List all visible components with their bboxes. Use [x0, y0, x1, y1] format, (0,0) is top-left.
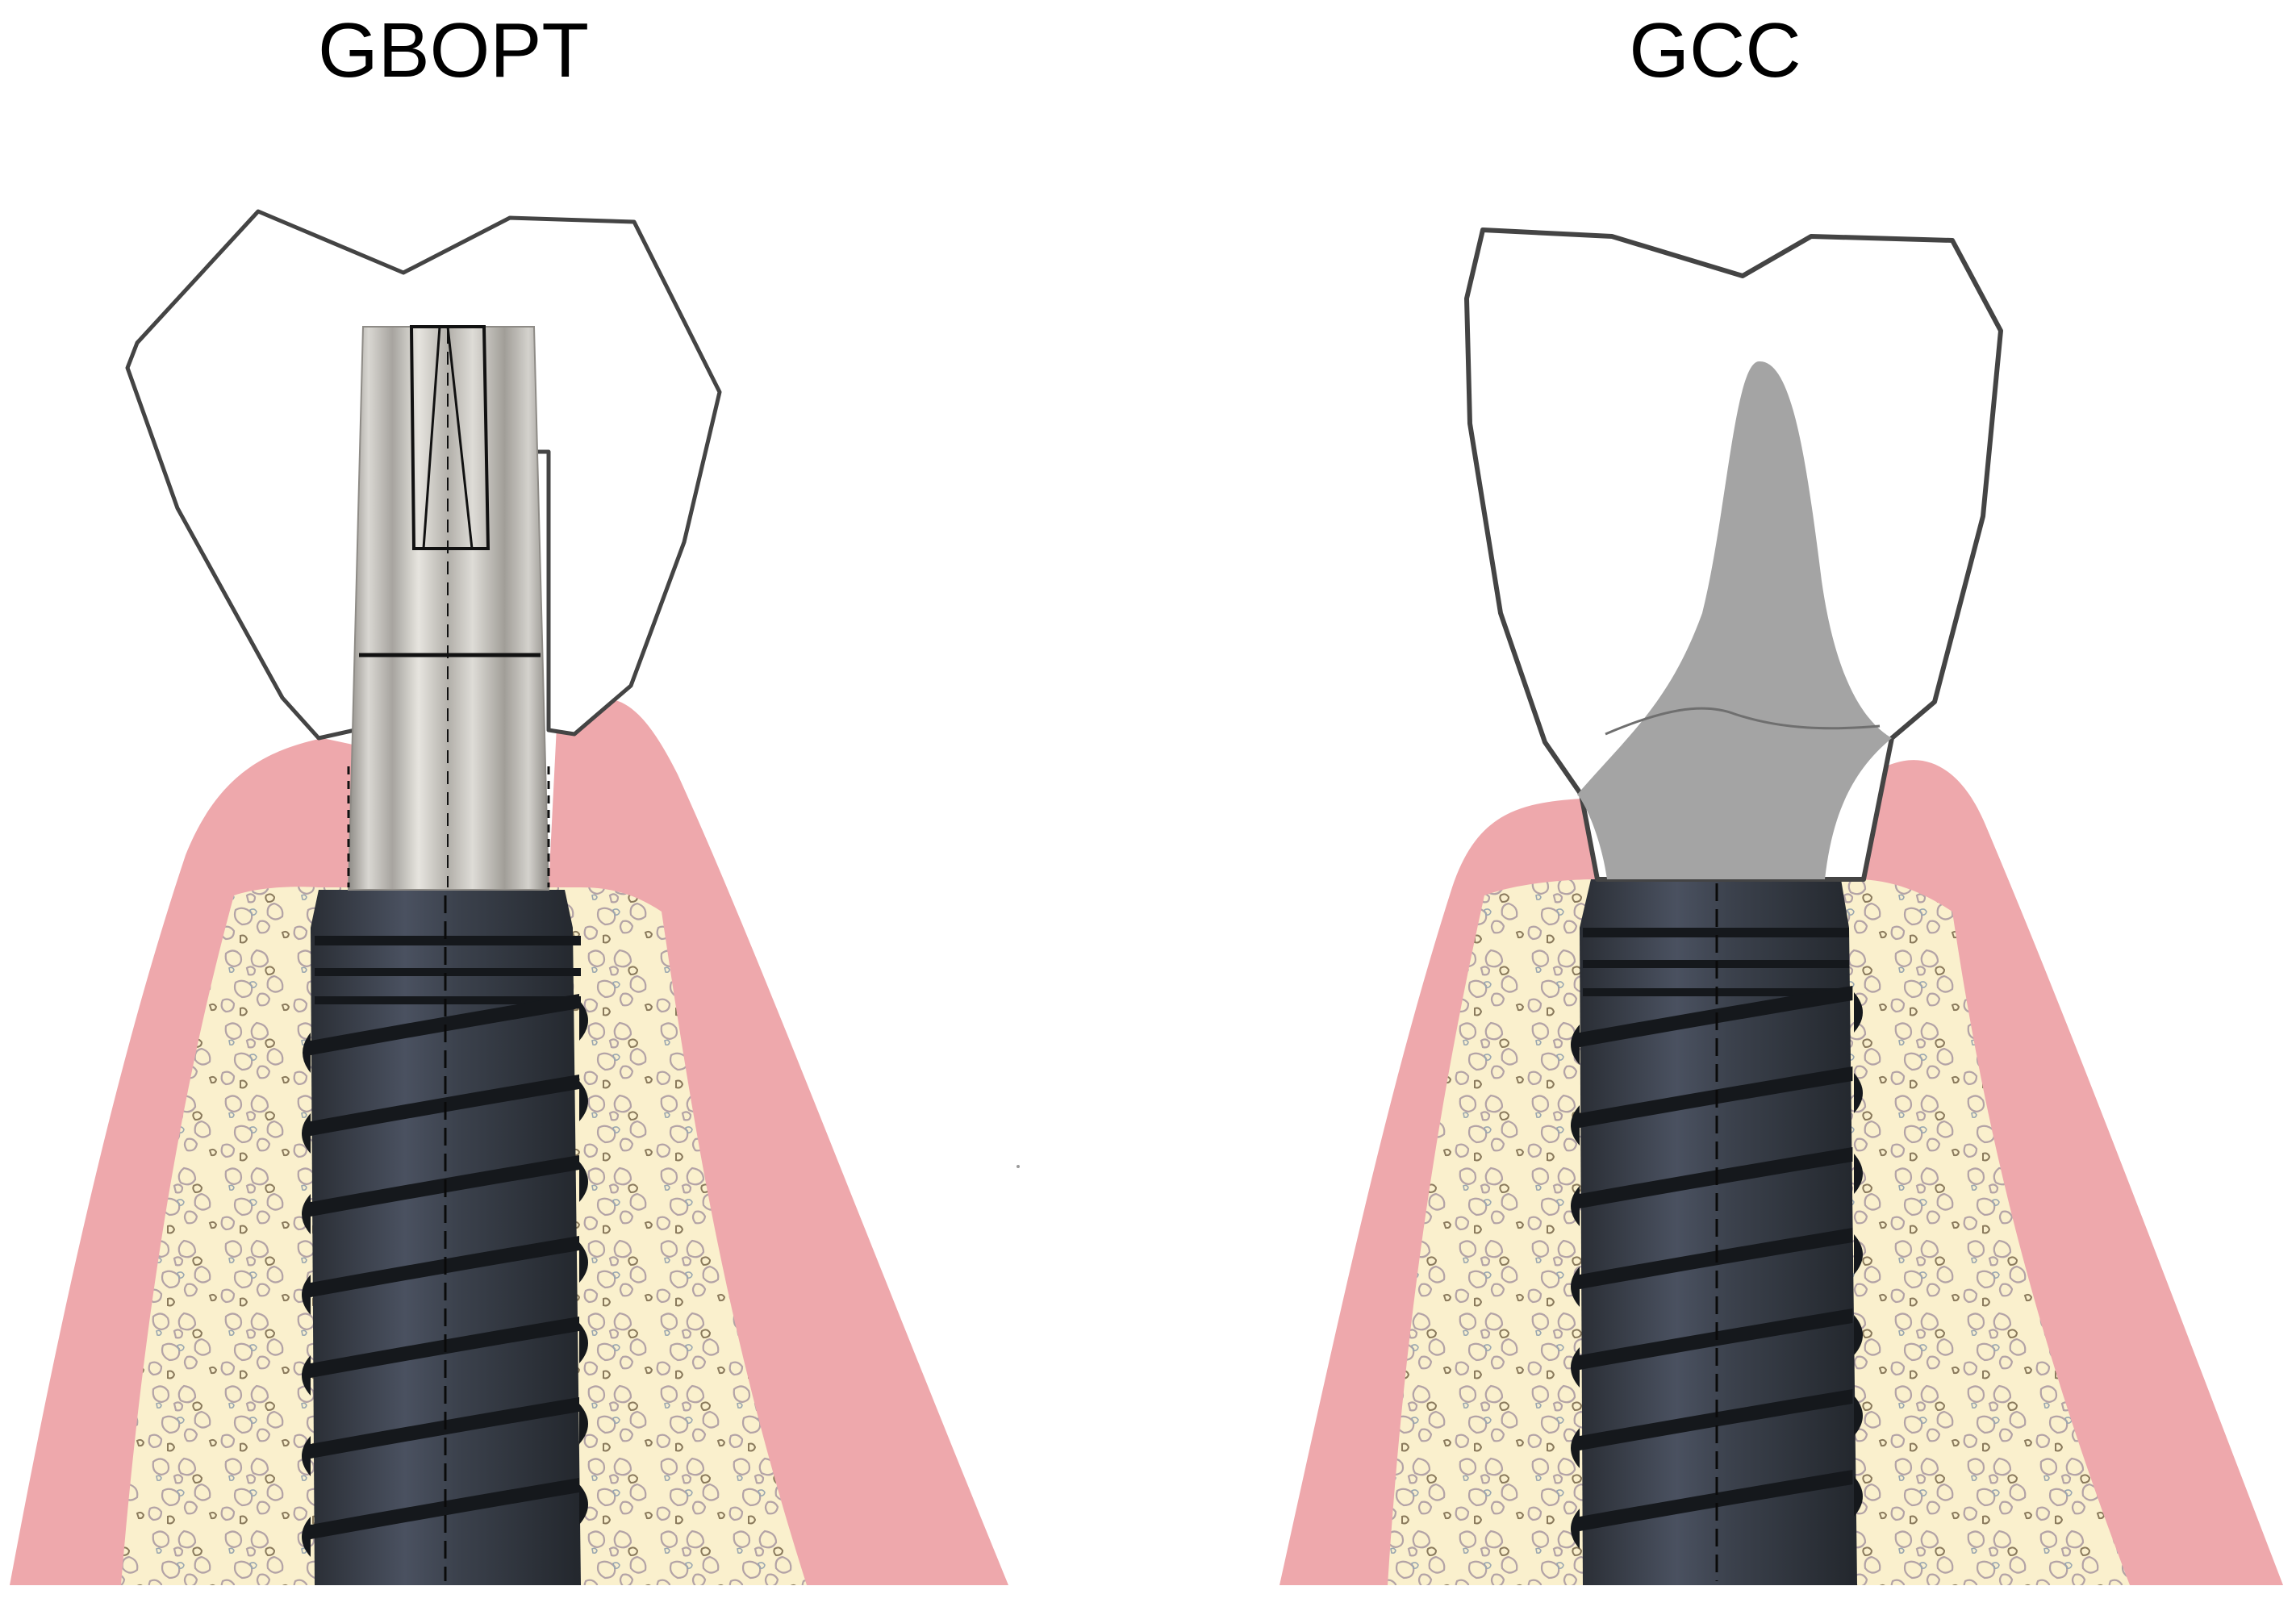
implant-left: [302, 890, 588, 1585]
abutment-margin-line: [1605, 707, 1881, 736]
implant-right: [1571, 879, 1863, 1585]
abutment-post-left: [347, 325, 550, 891]
panel-title-gbopt: GBOPT: [317, 7, 590, 94]
panel-gcc: [1279, 227, 2283, 1585]
speck: [1017, 1165, 1020, 1168]
panel-title-gcc: GCC: [1629, 7, 1801, 94]
panel-gbopt: [10, 209, 1008, 1585]
abutment-gray-right: [1577, 361, 1892, 880]
crown-left: [125, 209, 722, 741]
